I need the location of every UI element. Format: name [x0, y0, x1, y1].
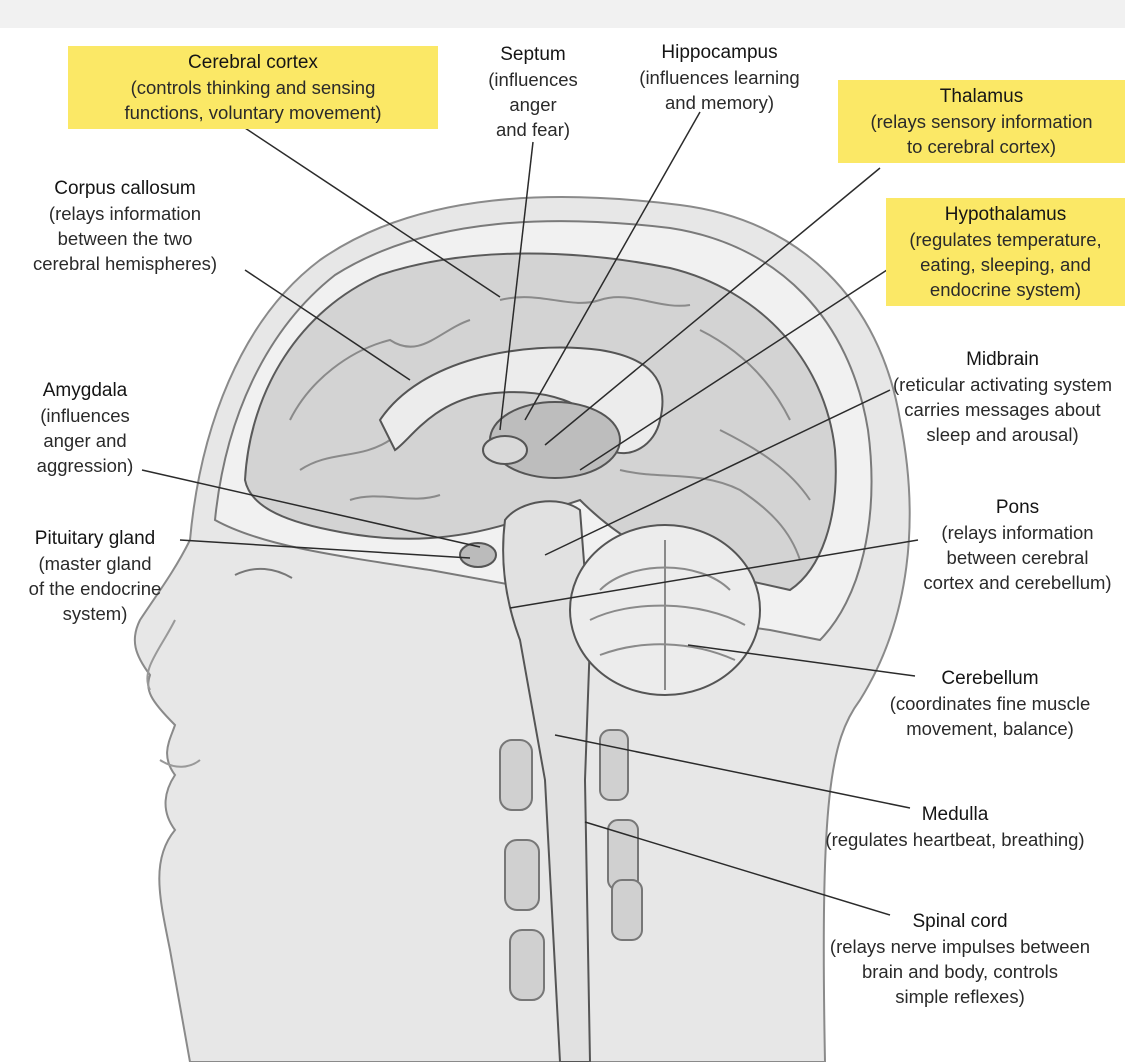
pituitary — [459, 542, 497, 568]
label-desc-line: anger — [509, 94, 557, 115]
label-desc-line: (reticular activating system — [893, 374, 1112, 395]
label-desc-line: simple reflexes) — [895, 986, 1025, 1007]
eye — [234, 567, 293, 579]
label-desc-line: aggression) — [36, 455, 134, 476]
lips — [159, 759, 201, 768]
label-hypothalamus: Hypothalamus (regulates temperature, eat… — [886, 198, 1125, 306]
label-desc-line: (relays sensory information — [870, 111, 1093, 132]
label-thalamus: Thalamus (relays sensory information to … — [838, 80, 1125, 163]
label-desc-line: (controls thinking and sensing — [130, 77, 376, 98]
label-desc-line: (regulates temperature, — [909, 229, 1102, 250]
label-cerebral-cortex: Cerebral cortex (controls thinking and s… — [68, 46, 438, 129]
label-name: Pons — [995, 497, 1040, 518]
label-name: Hypothalamus — [944, 204, 1067, 225]
label-midbrain: Midbrain (reticular activating system ca… — [880, 347, 1125, 447]
label-amygdala: Amygdala (influences anger and aggressio… — [10, 378, 160, 478]
label-cerebellum: Cerebellum (coordinates fine muscle move… — [860, 666, 1120, 741]
gyri — [289, 296, 811, 561]
label-name: Thalamus — [939, 86, 1024, 107]
label-desc-line: eating, sleeping, and — [920, 254, 1091, 275]
label-desc-line: of the endocrine — [28, 578, 162, 599]
label-name: Hippocampus — [661, 42, 778, 63]
label-medulla: Medulla (regulates heartbeat, breathing) — [790, 802, 1120, 852]
label-name: Midbrain — [966, 349, 1039, 370]
label-corpus-callosum: Corpus callosum (relays information betw… — [0, 176, 250, 276]
label-desc-line: (relays nerve impulses between — [829, 936, 1091, 957]
label-desc-line: between the two — [57, 228, 193, 249]
label-name: Amygdala — [42, 380, 128, 401]
label-desc-line: anger and — [43, 430, 127, 451]
label-name: Medulla — [921, 804, 989, 825]
label-desc-line: endocrine system) — [929, 279, 1082, 300]
label-desc-line: movement, balance) — [906, 718, 1074, 739]
label-desc-line: cerebral hemispheres) — [32, 253, 218, 274]
label-desc-line: between cerebral — [946, 547, 1089, 568]
nose — [146, 619, 176, 691]
label-pons: Pons (relays information between cerebra… — [910, 495, 1125, 595]
label-desc-line: system) — [62, 603, 128, 624]
label-name: Pituitary gland — [34, 528, 156, 549]
label-desc-line: brain and body, controls — [861, 961, 1059, 982]
label-desc-line: (master gland — [38, 553, 152, 574]
label-name: Cerebral cortex — [188, 52, 318, 73]
corpus-callosum — [378, 346, 664, 455]
cerebellum-folia — [589, 540, 746, 690]
label-desc-line: and memory) — [665, 92, 774, 113]
label-desc-line: sleep and arousal) — [926, 424, 1079, 445]
label-desc-line: functions, voluntary movement) — [124, 102, 382, 123]
label-desc-line: and fear) — [495, 119, 571, 140]
label-desc-line: (regulates heartbeat, breathing) — [825, 829, 1085, 850]
label-desc-line: (relays information — [48, 203, 202, 224]
label-name: Septum — [500, 44, 566, 65]
vertebrae — [499, 729, 643, 1001]
label-desc-line: (influences learning — [639, 67, 800, 88]
label-desc-line: to cerebral cortex) — [906, 136, 1057, 157]
label-name: Corpus callosum — [54, 178, 196, 199]
top-strip — [0, 0, 1125, 28]
septum-area — [482, 435, 528, 465]
label-desc-line: (coordinates fine muscle — [889, 693, 1091, 714]
leader-lines — [141, 111, 919, 916]
label-desc-line: (influences — [488, 69, 578, 90]
label-desc-line: (relays information — [941, 522, 1094, 543]
label-spinal-cord: Spinal cord (relays nerve impulses betwe… — [795, 909, 1125, 1009]
label-name: Cerebellum — [941, 668, 1039, 689]
label-pituitary-gland: Pituitary gland (master gland of the end… — [10, 526, 180, 626]
label-name: Spinal cord — [912, 911, 1008, 932]
label-hippocampus: Hippocampus (influences learning and mem… — [612, 40, 827, 115]
brainstem — [502, 500, 592, 1062]
label-desc-line: carries messages about — [904, 399, 1101, 420]
label-septum: Septum (influences anger and fear) — [468, 42, 598, 142]
label-desc-line: (influences — [40, 405, 130, 426]
label-desc-line: cortex and cerebellum) — [923, 572, 1112, 593]
